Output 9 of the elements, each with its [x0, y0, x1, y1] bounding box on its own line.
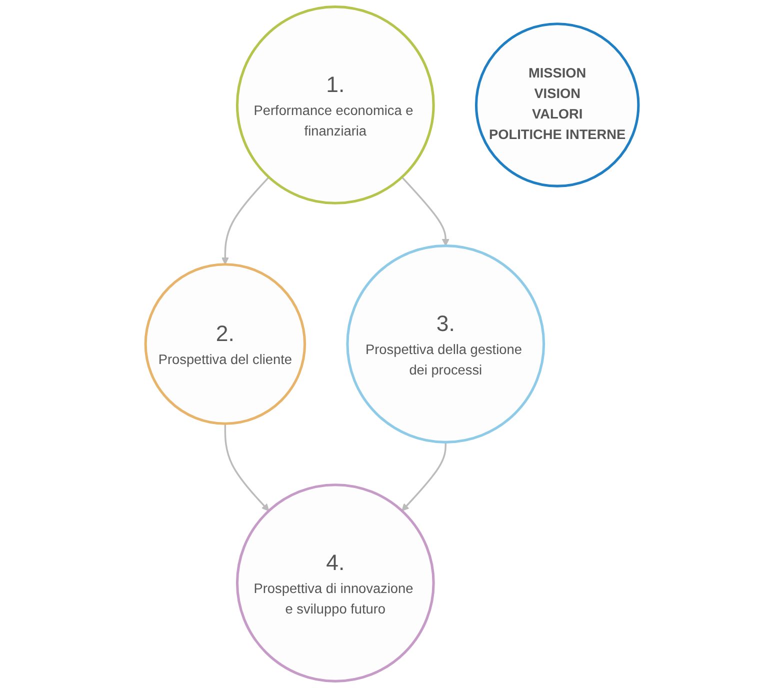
arrow — [224, 424, 270, 512]
node-circle: 4. Prospettiva di innovazione e sviluppo futuro — [236, 484, 435, 682]
node-circle: 1. Performance economica e finanziaria — [236, 6, 435, 204]
arrow — [221, 176, 270, 265]
arrow — [401, 176, 450, 246]
arrow — [402, 442, 446, 512]
node-circle: 2. Prospettiva del cliente — [144, 263, 306, 425]
node-circle: 3. Prospettiva della gestione dei processi — [346, 244, 546, 444]
node-circle: MISSION VISION VALORI POLITICHE INTERNE — [474, 22, 640, 188]
